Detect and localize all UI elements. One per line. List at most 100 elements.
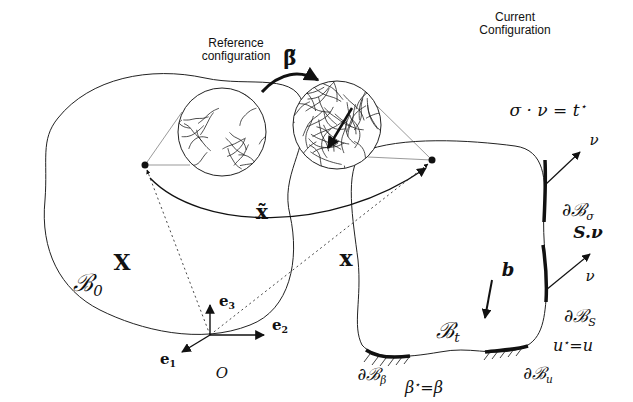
crack-stroke bbox=[240, 108, 257, 126]
crack-stroke bbox=[372, 154, 402, 163]
label-part: σ bbox=[586, 210, 594, 223]
label-part: X bbox=[113, 249, 130, 275]
label-part: 1 bbox=[170, 358, 176, 369]
crack-stroke bbox=[172, 143, 177, 168]
label-part: b bbox=[502, 259, 515, 280]
zoom-line bbox=[375, 104, 432, 160]
math-label: u⋆=u bbox=[553, 337, 593, 355]
crack-stroke bbox=[353, 166, 375, 189]
x-map-arrow bbox=[150, 168, 426, 218]
crack-stroke bbox=[293, 87, 324, 93]
label-part: ν bbox=[589, 131, 598, 149]
drawing-part bbox=[508, 349, 514, 357]
body-force-arrow bbox=[485, 280, 492, 318]
crack-stroke bbox=[261, 107, 294, 111]
basis-vector bbox=[209, 305, 210, 335]
crack-stroke bbox=[160, 120, 182, 132]
math-label: ∂ℬβ bbox=[358, 365, 387, 386]
crack-stroke bbox=[312, 85, 341, 101]
crack-stroke bbox=[197, 130, 211, 151]
label-part: S bbox=[588, 316, 596, 329]
label-part: ⋆ bbox=[414, 379, 420, 390]
crack-texture bbox=[261, 67, 407, 199]
drawing-part bbox=[364, 354, 370, 362]
zoom-circle bbox=[178, 88, 266, 176]
math-label: β⋆=β bbox=[405, 379, 443, 397]
zoom-line bbox=[368, 157, 432, 160]
crack-stroke bbox=[382, 83, 397, 110]
label-part: ⋆ bbox=[580, 100, 587, 112]
label-part: =u bbox=[569, 336, 593, 355]
crack-stroke bbox=[263, 122, 295, 132]
label-part: ⋆ bbox=[563, 337, 569, 348]
label-part: Reference configuration bbox=[202, 36, 271, 63]
material-point bbox=[142, 162, 149, 169]
crack-stroke bbox=[188, 152, 208, 165]
label-part: ν bbox=[585, 267, 594, 285]
caption-label: Current Configuration bbox=[470, 11, 560, 37]
beta-boundary bbox=[366, 350, 410, 357]
crack-stroke bbox=[306, 116, 314, 148]
label-part: β bbox=[405, 378, 414, 397]
math-label: ∂ℬσ bbox=[562, 200, 594, 223]
drawing-part bbox=[372, 357, 378, 365]
crack-stroke bbox=[175, 170, 177, 196]
zoom-line bbox=[145, 112, 182, 165]
drawing-part bbox=[492, 351, 498, 359]
crack-stroke bbox=[222, 138, 245, 149]
crack-stroke bbox=[240, 156, 263, 166]
crack-stroke bbox=[370, 142, 400, 154]
label-part: t bbox=[454, 329, 459, 345]
math-label: σ · ν = t⋆ bbox=[509, 101, 586, 120]
math-label: O bbox=[216, 365, 228, 382]
label-part: ∂ℬ bbox=[523, 363, 546, 383]
label-part: e bbox=[160, 350, 170, 368]
label-part: u bbox=[546, 373, 553, 385]
math-label: x bbox=[339, 246, 352, 270]
crack-stroke bbox=[377, 97, 407, 112]
beta-map-arrow bbox=[262, 74, 318, 92]
normal-arrow bbox=[545, 152, 580, 185]
math-label: e3 bbox=[219, 293, 235, 311]
label-part: σ · ν = t bbox=[509, 100, 579, 120]
normal-arrow bbox=[546, 254, 590, 290]
math-label: ∂ℬS bbox=[564, 306, 596, 329]
crack-stroke bbox=[364, 67, 394, 81]
math-label: X bbox=[113, 250, 130, 274]
crack-stroke bbox=[294, 142, 316, 167]
zoom-line bbox=[145, 165, 190, 166]
math-label: e1 bbox=[160, 351, 176, 369]
label-part: ∂ℬ bbox=[562, 199, 586, 220]
crack-texture bbox=[158, 79, 278, 196]
crack-stroke bbox=[174, 159, 198, 169]
crack-stroke bbox=[198, 108, 219, 123]
crack-stroke bbox=[349, 154, 373, 176]
label-part: O bbox=[216, 364, 228, 382]
crack-stroke bbox=[239, 155, 257, 169]
label-part: β bbox=[380, 374, 386, 386]
crack-stroke bbox=[233, 79, 249, 99]
drawing-part bbox=[484, 352, 490, 360]
material-point bbox=[429, 157, 436, 164]
label-part: ∂ℬ bbox=[564, 305, 588, 326]
label-part: 3 bbox=[229, 300, 235, 311]
crack-stroke bbox=[367, 158, 396, 174]
label-part: u bbox=[553, 336, 563, 355]
crack-stroke bbox=[307, 107, 333, 127]
math-label: β̃ bbox=[283, 47, 296, 69]
basis-vector bbox=[210, 334, 264, 335]
math-label: ν bbox=[585, 268, 594, 285]
drawing-part bbox=[388, 358, 394, 366]
drawing-part bbox=[516, 348, 522, 356]
label-part: Current Configuration bbox=[479, 10, 550, 37]
position-vector bbox=[210, 164, 428, 335]
drawing-part bbox=[404, 356, 410, 364]
traction-boundary bbox=[544, 160, 545, 222]
crack-stroke bbox=[228, 148, 242, 169]
label-part: 0 bbox=[93, 282, 102, 300]
damage-arrow bbox=[328, 108, 352, 148]
label-part: β̃ bbox=[283, 46, 296, 70]
position-vector bbox=[147, 170, 210, 335]
